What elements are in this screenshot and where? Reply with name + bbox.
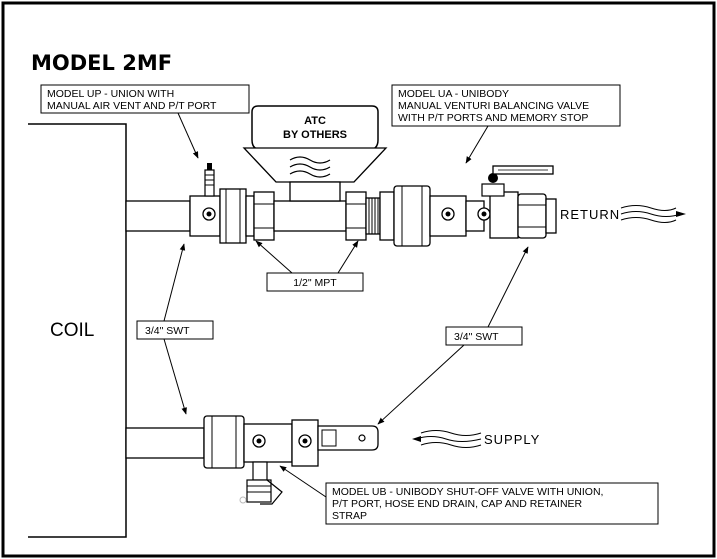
mpt-label: 1/2" MPT: [293, 277, 337, 289]
return-label: RETURN: [560, 207, 620, 222]
callout-swt-right: 3/4" SWT: [377, 246, 529, 425]
coil-label: COIL: [50, 320, 94, 341]
model-up-line1: MODEL UP - UNION WITH: [47, 88, 174, 100]
model-ua-line2: MANUAL VENTURI BALANCING VALVE: [398, 100, 589, 112]
model-ub-line3: STRAP: [332, 510, 367, 522]
atc-label-line1: ATC: [304, 115, 326, 127]
flow-arrow-icon: [412, 430, 482, 448]
atc-actuator: ATC BY OTHERS: [242, 105, 388, 202]
hose-drain-icon: [252, 461, 268, 481]
callout-mpt: 1/2" MPT: [255, 240, 364, 292]
model-ua-line3: WITH P/T PORTS AND MEMORY STOP: [398, 112, 588, 124]
callout-swt-left: 3/4" SWT: [136, 243, 214, 415]
callout-model-ua: MODEL UA - UNIBODY MANUAL VENTURI BALANC…: [391, 84, 621, 164]
air-vent-icon: [204, 169, 215, 197]
callout-model-up: MODEL UP - UNION WITH MANUAL AIR VENT AN…: [40, 84, 250, 159]
return-piping: [125, 163, 557, 247]
callout-model-ub: MODEL UB - UNIBODY SHUT-OFF VALVE WITH U…: [279, 465, 659, 525]
model-ub-line1: MODEL UB - UNIBODY SHUT-OFF VALVE WITH U…: [332, 486, 603, 498]
diagram-title: MODEL 2MF: [31, 51, 172, 75]
atc-label-line2: BY OTHERS: [283, 129, 347, 141]
model-ua-line1: MODEL UA - UNIBODY: [398, 88, 509, 100]
supply-piping: [125, 415, 379, 505]
retainer-strap-icon: [260, 479, 283, 505]
supply-flow: SUPPLY: [412, 430, 540, 448]
return-flow: RETURN: [560, 205, 686, 223]
swt-right-label: 3/4" SWT: [454, 331, 499, 343]
flow-arrow-icon: [620, 205, 686, 223]
model-ub-line2: P/T PORT, HOSE END DRAIN, CAP AND RETAIN…: [332, 498, 583, 510]
supply-label: SUPPLY: [484, 432, 540, 447]
coil: COIL: [28, 123, 127, 538]
model-up-line2: MANUAL AIR VENT AND P/T PORT: [47, 100, 217, 112]
swt-left-label: 3/4" SWT: [145, 325, 190, 337]
memory-stop-icon: [488, 173, 498, 183]
